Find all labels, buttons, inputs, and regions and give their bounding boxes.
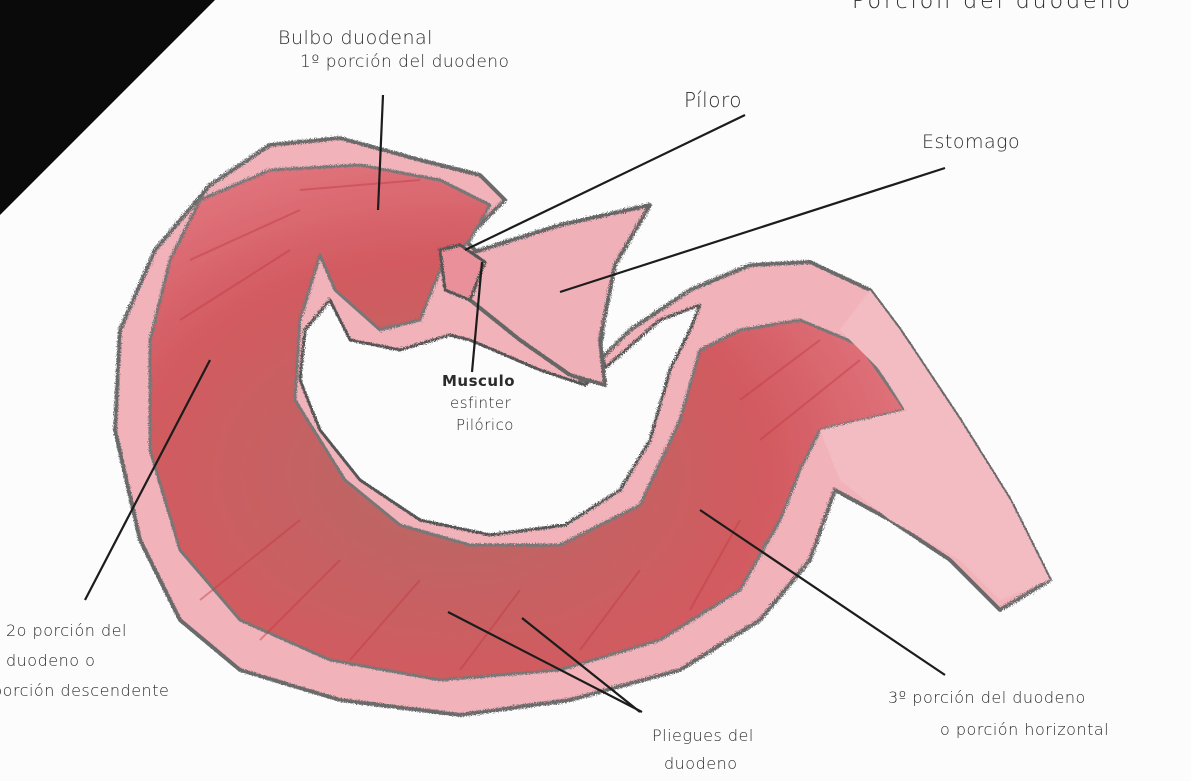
label-bulbo-duodenal: Bulbo duodenal 1º porción del duodeno <box>278 26 509 74</box>
label-pliegues: Pliegues del duodeno <box>652 722 754 778</box>
title-fragment: Porcion del duodeno <box>852 0 1133 14</box>
label-tercera-porcion: 3º porción del duodeno o porción horizon… <box>888 682 1109 746</box>
label-estomago: Estomago <box>922 130 1020 154</box>
label-segunda-porcion: 2o porción del duodeno o porción descend… <box>6 616 169 706</box>
label-piloro: Píloro <box>684 88 742 112</box>
third-portion-tail <box>820 290 1050 600</box>
scan-corner-shadow <box>0 0 215 215</box>
label-musculo-esfinter: Musculo esfinter Pilórico <box>442 370 515 436</box>
